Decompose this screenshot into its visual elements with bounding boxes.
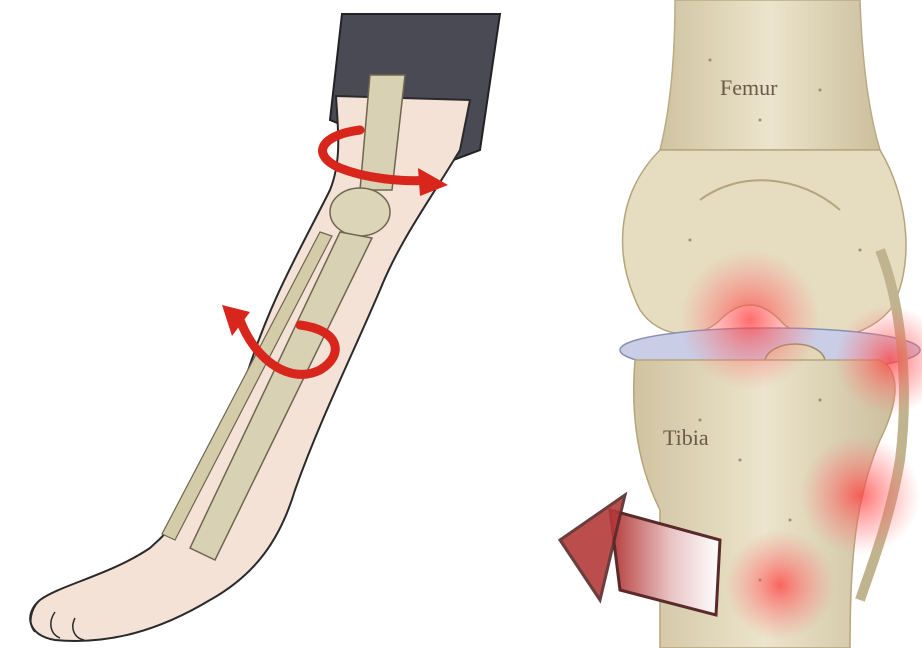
- tibia-label: Tibia: [663, 425, 709, 450]
- inflammation-glow: [800, 435, 920, 555]
- leg-drawing: [30, 14, 500, 641]
- patella-drawing: [330, 188, 390, 236]
- inflammation-glow: [680, 250, 820, 390]
- knee-anatomy: Femur Tibia: [560, 0, 922, 648]
- inflammation-glow: [725, 530, 835, 640]
- femur-label: Femur: [720, 75, 778, 100]
